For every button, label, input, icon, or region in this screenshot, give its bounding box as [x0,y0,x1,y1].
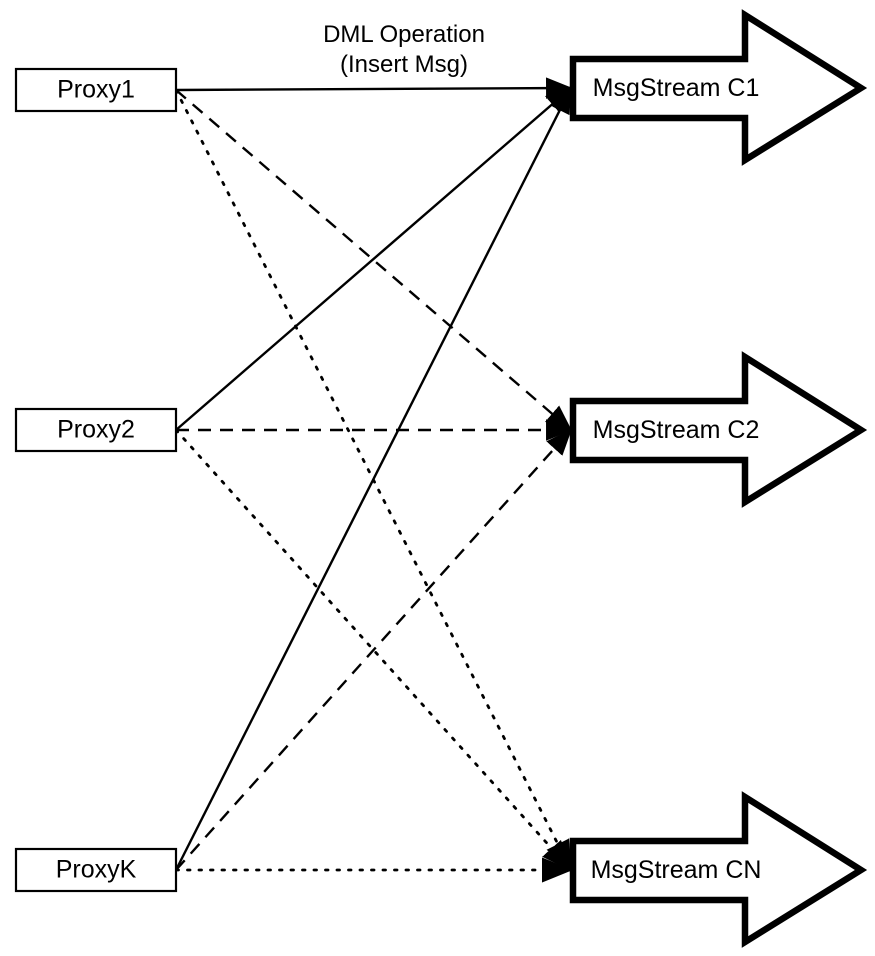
msgstream-node-stream_c2[interactable]: MsgStream C2 [569,351,868,508]
edges-layer [174,77,573,883]
proxy-node-proxy2[interactable]: Proxy2 [14,407,178,453]
msgstream-label-stream_cn: MsgStream CN [591,856,762,884]
edge-proxyk-to-c1 [174,86,573,871]
edge-proxy1-to-c1 [175,77,573,99]
edge-caption-line-2: (Insert Msg) [340,51,468,78]
edge-proxy2-to-c1 [175,87,573,431]
proxy-label-proxy1: Proxy1 [57,76,135,104]
proxy-box-proxy1 [14,67,178,113]
msgstream-node-stream_c1[interactable]: MsgStream C1 [569,9,868,166]
edge-caption: DML Operation (Insert Msg) [323,21,485,78]
proxy-box-proxy2 [14,407,178,453]
proxy-node-proxyk[interactable]: ProxyK [14,847,178,893]
msgstream-arrow-stream_c1 [569,9,868,166]
proxy-label-proxyk: ProxyK [56,856,137,884]
msgstream-arrow-stream_cn [569,791,868,948]
proxy-box-proxyk [14,847,178,893]
proxy-node-proxy1[interactable]: Proxy1 [14,67,178,113]
msgstream-nodes-layer: MsgStream C1 MsgStream C2 MsgStream CN [569,9,868,948]
proxy-label-proxy2: Proxy2 [57,416,135,444]
edge-caption-line-1: DML Operation [323,21,485,48]
msgstream-label-stream_c1: MsgStream C1 [593,74,760,102]
msgstream-node-stream_cn[interactable]: MsgStream CN [569,791,868,948]
edge-proxyk-to-c2 [175,428,572,871]
msgstream-label-stream_c2: MsgStream C2 [593,416,760,444]
msgstream-arrow-stream_c2 [569,351,868,508]
